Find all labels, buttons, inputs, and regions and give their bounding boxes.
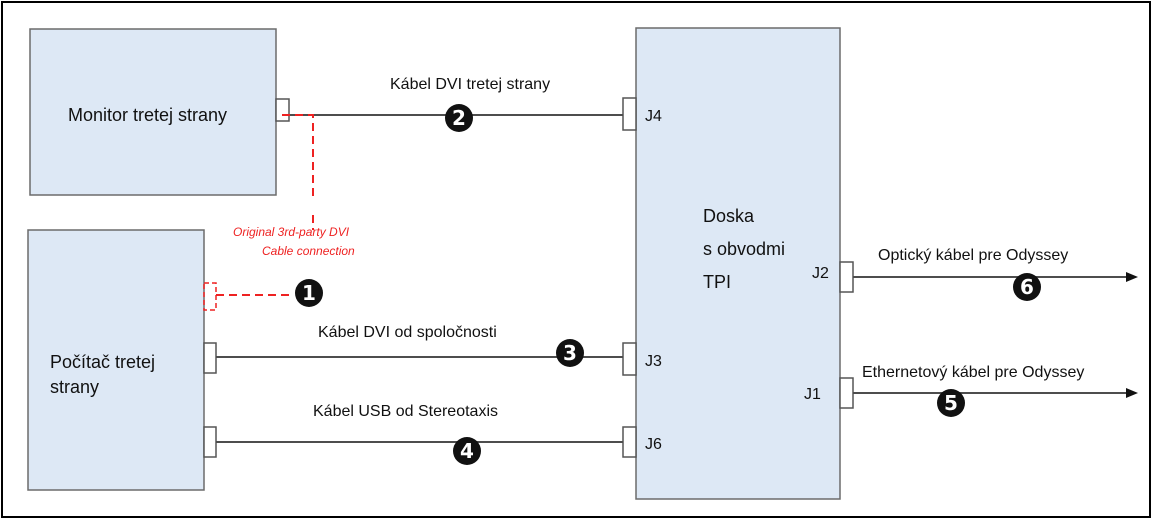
cable-2-badge: 2 <box>452 106 466 130</box>
cable-5: Ethernetový kábel pre Odyssey 5 <box>853 364 1138 417</box>
computer-label-line1: Počítač tretej <box>50 352 155 372</box>
cable-1-badge: 1 <box>302 281 316 305</box>
port-j3-label: J3 <box>645 353 662 370</box>
cable-3: Kábel DVI od spoločnosti 3 <box>216 324 623 367</box>
cable-6: Optický kábel pre Odyssey 6 <box>853 247 1138 301</box>
cable-3-badge: 3 <box>563 341 577 365</box>
tpi-board-label-line3: TPI <box>703 272 731 292</box>
port-j6-label: J6 <box>645 436 662 453</box>
computer-port-usb <box>203 426 217 458</box>
port-j4-label: J4 <box>645 108 662 125</box>
computer-box: Počítač tretej strany <box>27 229 217 491</box>
arrow-right-icon <box>1126 272 1138 282</box>
cable-3-label: Kábel DVI od spoločnosti <box>318 324 497 341</box>
cable-5-label: Ethernetový kábel pre Odyssey <box>862 364 1084 381</box>
cable-5-badge-icon <box>937 389 965 417</box>
port-j3 <box>622 342 637 376</box>
cable-3-badge-icon <box>556 339 584 367</box>
computer-rect <box>27 229 205 491</box>
port-j2-label: J2 <box>812 265 829 282</box>
monitor-box: Monitor tretej strany <box>29 28 290 196</box>
monitor-label: Monitor tretej strany <box>68 105 227 125</box>
cable-1-note-line2: Cable connection <box>262 244 355 258</box>
cable-5-badge: 5 <box>944 391 958 415</box>
cable-4-badge: 4 <box>460 439 474 463</box>
monitor-port <box>275 98 290 122</box>
monitor-rect <box>29 28 277 196</box>
cable-6-badge-icon <box>1013 273 1041 301</box>
cable-2: Kábel DVI tretej strany 2 <box>289 76 623 132</box>
port-j6 <box>622 426 637 458</box>
tpi-board-label-line1: Doska <box>703 206 755 226</box>
computer-label-line2: strany <box>50 377 99 397</box>
computer-port-dvi <box>203 342 217 374</box>
cable-1-note-line1: Original 3rd-party DVI <box>233 225 350 239</box>
cable-1-dashed-line <box>216 114 314 296</box>
cable-2-badge-icon <box>445 104 473 132</box>
cable-4-label: Kábel USB od Stereotaxis <box>313 403 498 420</box>
cable-1-original: Original 3rd-party DVI Cable connection … <box>216 114 355 307</box>
cable-6-label: Optický kábel pre Odyssey <box>878 247 1068 264</box>
cable-1-badge-icon <box>295 279 323 307</box>
port-j1-label: J1 <box>804 386 821 403</box>
cable-6-badge: 6 <box>1020 275 1034 299</box>
arrow-right-icon <box>1126 388 1138 398</box>
port-j4 <box>622 97 637 131</box>
port-j2 <box>839 261 854 293</box>
cable-4-badge-icon <box>453 437 481 465</box>
tpi-board-box: Doska s obvodmi TPI J4 J3 J6 J2 J1 <box>622 27 854 500</box>
tpi-board-rect <box>635 27 841 500</box>
port-j1 <box>839 377 854 409</box>
tpi-board-label-line2: s obvodmi <box>703 239 785 259</box>
computer-port-dvi-original <box>203 282 217 311</box>
cable-2-label: Kábel DVI tretej strany <box>390 76 550 93</box>
cable-4: Kábel USB od Stereotaxis 4 <box>216 403 623 465</box>
